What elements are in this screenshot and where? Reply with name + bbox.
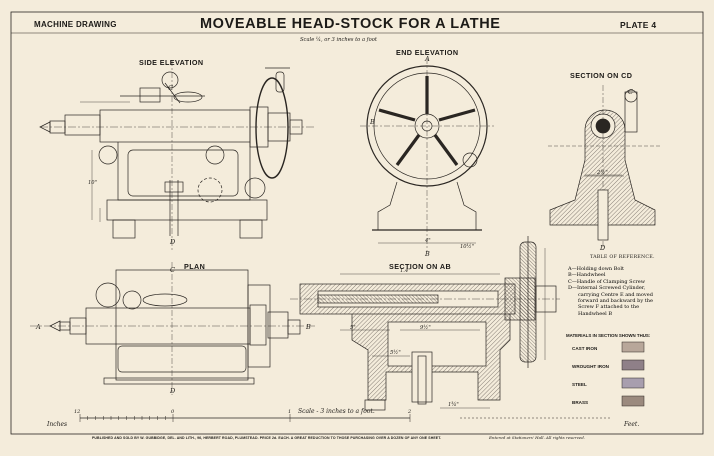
end-elevation-drawing (360, 58, 494, 252)
material-label-steel: STEEL (572, 382, 587, 387)
scale-tick-label: 2 (408, 409, 412, 415)
sheet-border (10, 11, 704, 435)
label-b-end: B (370, 118, 375, 126)
plate-number: PLATE 4 (620, 20, 657, 30)
reference-item: A—Holding down Bolt (568, 266, 624, 272)
header-subject: MACHINE DRAWING (34, 20, 117, 29)
scale-left-unit: Inches (47, 421, 68, 428)
scale-tick-label: 0 (171, 409, 175, 415)
dim-label: 5" (350, 325, 356, 331)
label-a-plan: A (36, 323, 41, 331)
swatch-cast-iron (621, 341, 645, 353)
label-d-side: D (170, 238, 176, 246)
footer-publisher: PUBLISHED AND SOLD BY W. GUBBIDGE, DEL. … (92, 436, 442, 440)
label-c-section: C (628, 88, 633, 96)
materials-title: MATERIALS IN SECTION SHOWN THUS: (566, 333, 651, 338)
material-label-cast-iron: CAST IRON (572, 346, 598, 351)
label-c-side: C (168, 84, 173, 92)
material-label-brass: BRASS (572, 400, 589, 405)
dim-label: 10" (88, 180, 97, 186)
reference-item: Handwheel B (578, 310, 613, 317)
reference-item: B—Handwheel (568, 272, 606, 279)
scale-caption: Scale - 3 inches to a foot. (298, 408, 375, 415)
swatch-wrought-iron (621, 359, 645, 371)
dim-label: 5½" (390, 350, 401, 356)
reference-item: D—Internal Screwed Cylinder, (568, 285, 646, 292)
dim-label: 1.4" (400, 268, 411, 274)
dim-label: 10½" (460, 244, 475, 250)
view-title-plan: PLAN (184, 262, 206, 271)
footer-rights: All rights reserved. (546, 435, 586, 440)
materials-swatches (621, 341, 645, 407)
plan-drawing (30, 262, 315, 395)
label-b-end-bottom: B (425, 250, 430, 258)
label-d-plan: D (170, 387, 176, 395)
reference-item: forward and backward by the (578, 298, 653, 305)
view-title-end-elevation: END ELEVATION (396, 48, 459, 57)
scale-note: Scale ¼, or 3 inches to a foot (300, 37, 377, 43)
material-label-wrought-iron: WROUGHT IRON (572, 364, 610, 369)
label-b-plan: B (306, 323, 311, 331)
reference-list: A—Holding down Bolt B—Handwheel C—Handle… (568, 266, 653, 317)
dimension-lines (80, 101, 624, 409)
view-title-section-ab: SECTION ON AB (389, 262, 452, 271)
dim-label: 4" (425, 238, 431, 244)
scale-tick-label: 12 (74, 409, 81, 415)
section-ab-drawing (290, 236, 560, 411)
scale-right-unit: Feet. (624, 421, 640, 428)
view-title-side-elevation: SIDE ELEVATION (139, 58, 204, 67)
scale-tick-label: 1 (288, 409, 292, 415)
reference-title: TABLE OF REFERENCE. (590, 255, 655, 260)
dim-label: 2½" (597, 170, 608, 176)
label-a-end: A (425, 55, 430, 63)
side-elevation-drawing (39, 60, 315, 250)
view-title-section-cd: SECTION ON CD (570, 71, 633, 80)
page-title: MOVEABLE HEAD-STOCK FOR A LATHE (200, 16, 501, 32)
footer-entered: Entered at Stationers' Hall. (489, 435, 545, 440)
label-d-section: D (600, 244, 606, 252)
reference-item: Screw F attached to the (578, 304, 640, 311)
label-c-plan: C (170, 266, 175, 274)
dim-label: 1¾" (448, 402, 459, 408)
swatch-steel (621, 377, 645, 389)
swatch-brass (621, 395, 645, 407)
reference-item: carrying Centre E and moved (578, 291, 653, 298)
section-cd-drawing (548, 85, 660, 250)
scale-bar (79, 414, 610, 422)
dim-label: 9½" (420, 325, 431, 331)
reference-item: C—Handle of Clamping Screw (568, 278, 645, 285)
